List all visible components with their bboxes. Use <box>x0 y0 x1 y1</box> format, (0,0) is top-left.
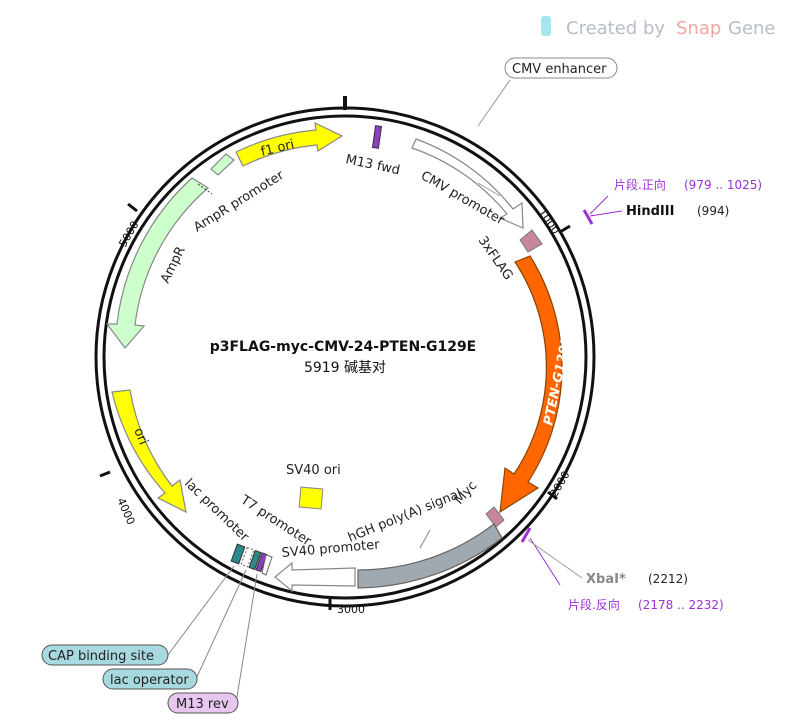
tick-label-3000: 3000 <box>337 603 365 616</box>
cap-binding-label: CAP binding site <box>48 649 154 664</box>
ori-label: ori <box>130 426 150 447</box>
cap-binding-feature[interactable] <box>230 543 246 565</box>
tick-mark-5000 <box>127 202 138 213</box>
m13-rev-leader <box>235 573 258 704</box>
xbai-name: XbaI* <box>586 572 626 587</box>
lac-operator-badge[interactable] <box>102 668 198 690</box>
pten-g129e-arrow[interactable] <box>499 255 563 514</box>
plasmid-size: 5919 碱基对 <box>304 359 386 376</box>
snapgene-logo-icon <box>541 16 551 36</box>
3xflag-label: 3xFLAG <box>475 234 516 283</box>
cmv-promoter-divider <box>477 182 501 197</box>
fragment-fwd-name: 片段.正向 <box>614 177 666 192</box>
fragment-rev-leader <box>529 537 561 586</box>
fragment-rev-name: 片段.反向 <box>568 597 620 612</box>
myc-feature[interactable] <box>485 506 505 528</box>
lac-promoter-label: lac promoter <box>181 476 252 545</box>
cap-binding-leader <box>167 565 235 656</box>
ampr-arrow[interactable] <box>105 177 210 349</box>
cmv-promoter-arrow[interactable] <box>411 138 524 229</box>
m13-rev-label: M13 rev <box>176 697 229 712</box>
sv40-ori-label: SV40 ori <box>286 463 341 478</box>
fragment-fwd-mark[interactable] <box>582 209 594 225</box>
tick-mark-2000 <box>547 490 558 501</box>
cmv-enhancer-leader <box>477 79 511 127</box>
xbai-position: (2212) <box>648 572 688 586</box>
ampr-promoter-arrow[interactable] <box>210 153 235 176</box>
m13-fwd-primer[interactable] <box>371 125 383 149</box>
hindiii-leader <box>589 210 623 217</box>
xbai-leader <box>527 539 583 579</box>
backbone-inner <box>102 114 588 600</box>
cap-binding-badge[interactable] <box>41 644 169 666</box>
sv40-ori-box[interactable] <box>298 486 324 510</box>
ampr-label: AmpR <box>158 244 189 285</box>
tick-label-1000: 1000 <box>536 206 563 236</box>
fragment-fwd-range: (979 .. 1025) <box>684 178 762 192</box>
t7-promoter-feature[interactable] <box>261 554 273 576</box>
brand-gene: Gene <box>728 18 776 39</box>
ampr-promoter-label: AmpR promoter <box>191 168 287 236</box>
tick-mark-4000 <box>99 470 111 478</box>
lac-promoter-feature[interactable] <box>240 546 255 568</box>
ori-arrow[interactable] <box>111 389 187 514</box>
fragment-rev-mark[interactable] <box>520 527 532 543</box>
hgh-polya-block[interactable] <box>357 523 503 589</box>
tick-mark-1000 <box>559 224 571 234</box>
lac-operator-label: lac operator <box>110 673 189 688</box>
m13-fwd-label: M13 fwd <box>344 152 401 178</box>
hindiii-name: HindIII <box>626 204 674 219</box>
fragment-fwd-leader <box>589 195 609 215</box>
hgh-polya-label: hGH poly(A) signal <box>346 486 464 545</box>
cmv-enhancer-label: CMV enhancer <box>512 62 607 77</box>
m13-rev-badge[interactable] <box>167 692 239 714</box>
tick-label-4000: 4000 <box>114 496 137 527</box>
brand-snap: Snap <box>676 18 721 39</box>
snapgene-brand: Created by Snap Gene <box>541 16 776 39</box>
plasmid-name: p3FLAG-myc-CMV-24-PTEN-G129E <box>210 339 477 355</box>
sv40-promoter-arrow[interactable] <box>274 561 356 593</box>
cmv-enhancer-badge[interactable] <box>504 57 618 79</box>
lac-cluster <box>230 543 273 576</box>
lac-operator-leader <box>195 569 247 680</box>
hindiii-position: (994) <box>697 204 729 218</box>
hgh-leader <box>419 529 431 549</box>
f1-ori-arrow[interactable] <box>235 121 344 167</box>
ampr-promoter-divider <box>197 183 213 195</box>
3xflag-feature[interactable] <box>519 229 543 253</box>
fragment-rev-range: (2178 .. 2232) <box>638 598 724 612</box>
brand-prefix: Created by <box>566 18 665 39</box>
lac-operator-feature[interactable] <box>248 549 262 571</box>
